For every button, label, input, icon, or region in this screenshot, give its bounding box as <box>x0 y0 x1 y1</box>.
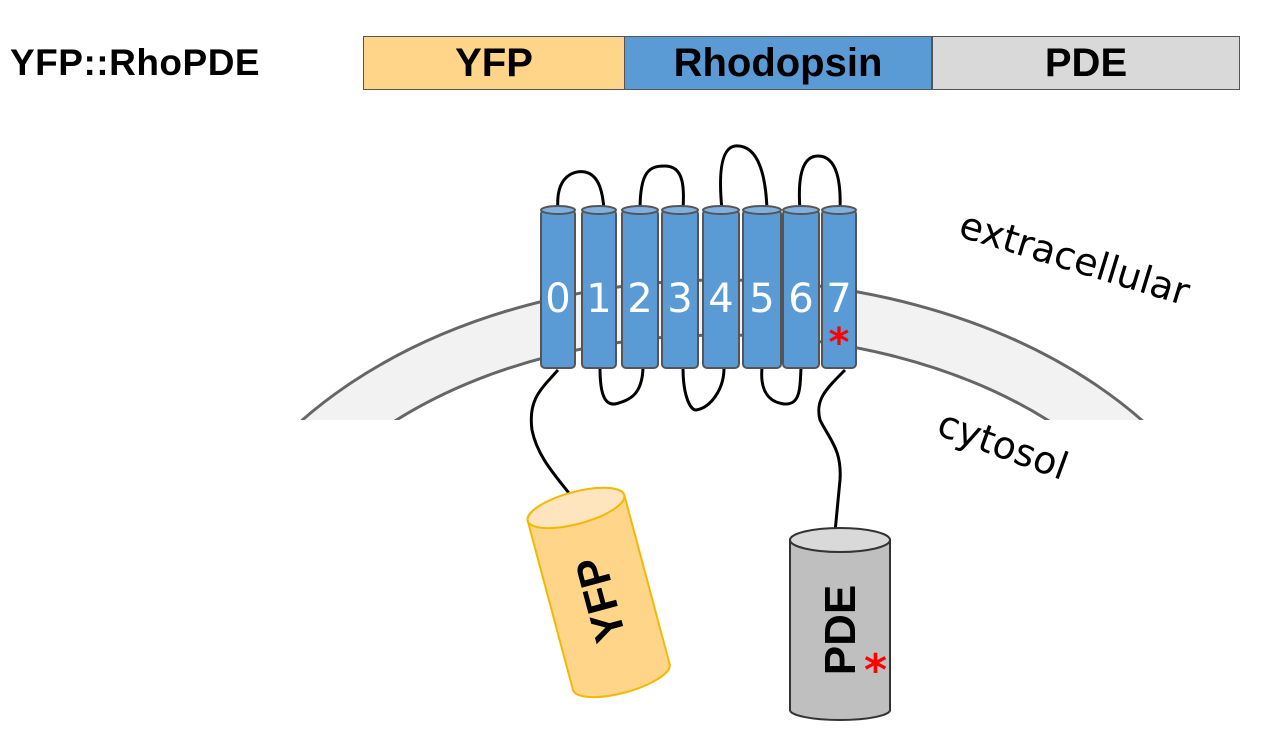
pde-linker <box>817 368 847 533</box>
yfp-linker <box>529 368 580 506</box>
extracellular-loops <box>556 144 842 211</box>
helix-marker-star: * <box>829 320 850 366</box>
helix-2: 2 <box>621 205 659 369</box>
helix-3: 3 <box>661 205 699 369</box>
helix-number: 4 <box>708 276 733 322</box>
pde-domain-label: PDE <box>816 585 865 675</box>
construct-domain-bar: YFP Rhodopsin PDE <box>363 36 1240 90</box>
segment-rhodopsin: Rhodopsin <box>625 37 933 89</box>
helix-7: 7* <box>821 205 857 369</box>
linkers <box>529 368 847 533</box>
helix-5: 5 <box>742 205 782 369</box>
helix-number: 7 <box>826 276 851 322</box>
helix-number: 1 <box>586 276 611 322</box>
helix-number: 0 <box>545 276 570 322</box>
segment-pde: PDE <box>933 37 1239 89</box>
helix-number: 6 <box>788 276 813 322</box>
helix-1: 1 <box>581 205 617 369</box>
helix-number: 2 <box>627 276 652 322</box>
segment-yfp: YFP <box>364 37 625 89</box>
helix-4: 4 <box>702 205 740 369</box>
helix-number: 5 <box>749 276 774 322</box>
pde-domain: PDE * <box>789 527 891 721</box>
helix-number: 3 <box>667 276 692 322</box>
pde-marker-star: * <box>864 645 887 696</box>
label-extracellular: extracellular <box>954 203 1195 315</box>
helix-6: 6 <box>782 205 820 369</box>
helix-0: 0 <box>540 205 576 369</box>
cytosolic-loops <box>598 367 803 412</box>
yfp-domain: YFP <box>526 486 671 699</box>
construct-name: YFP::RhoPDE <box>10 42 261 83</box>
